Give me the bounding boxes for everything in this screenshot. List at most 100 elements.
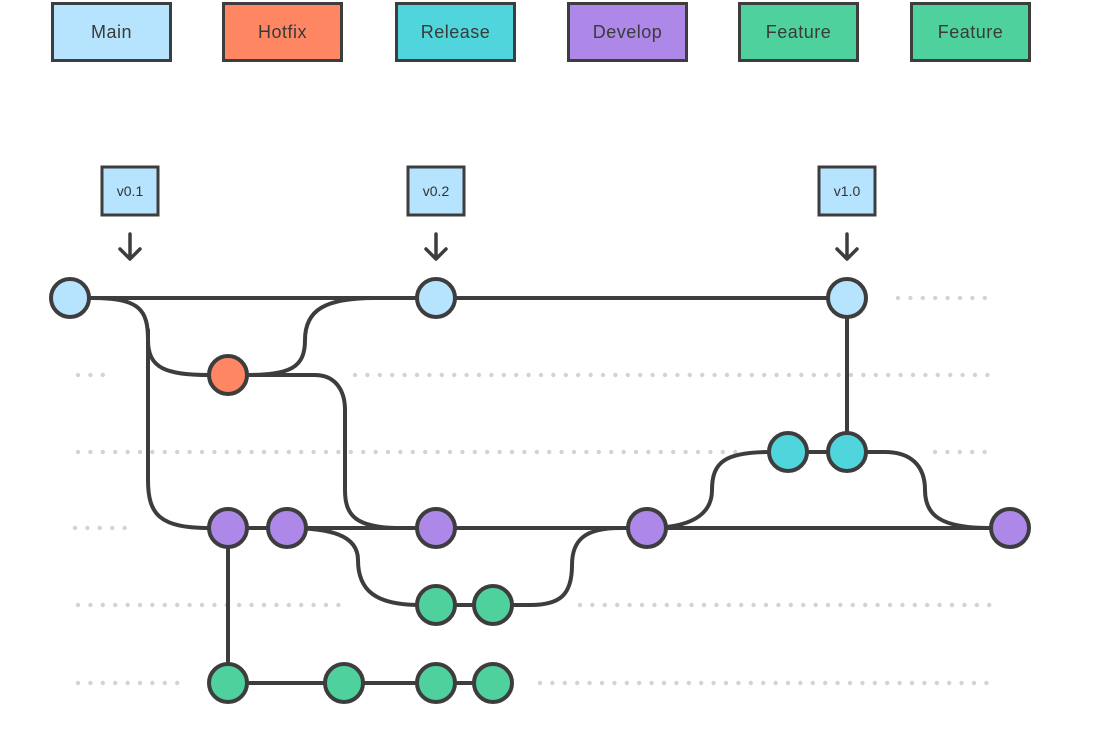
lane-dot <box>621 449 626 455</box>
lane-dot <box>162 449 167 455</box>
lane-dot <box>323 449 329 455</box>
lane-dot <box>100 680 106 686</box>
lane-dot <box>810 680 815 686</box>
lane-dot <box>646 449 651 455</box>
lane-dot <box>774 372 779 378</box>
lane-dot <box>110 525 115 531</box>
lane-dot <box>571 449 577 455</box>
lane-dot <box>962 602 967 608</box>
lane-dot <box>677 602 682 608</box>
lane-dot <box>982 449 987 455</box>
lane-dot <box>763 602 769 608</box>
main-commit <box>415 277 457 319</box>
lane-dot <box>813 602 818 608</box>
lane-dot <box>897 680 902 686</box>
lane-dot <box>773 680 778 686</box>
lane-dot <box>212 449 217 455</box>
lane-dot <box>776 602 781 608</box>
lane-dot <box>799 372 804 378</box>
lane-dot <box>385 449 391 455</box>
lane-dot <box>683 449 688 455</box>
lane-guides <box>72 295 992 686</box>
lane-dot <box>935 372 940 378</box>
lane-dot <box>982 295 987 301</box>
lane-dot <box>575 680 580 686</box>
hotfix-to-develop <box>243 373 402 530</box>
lane-dot <box>85 525 90 531</box>
lane-dot <box>971 680 977 686</box>
lane-dot <box>489 372 494 378</box>
lane-dot <box>175 449 180 455</box>
lane-dot <box>639 602 645 608</box>
lane-dot <box>249 449 254 455</box>
lane-dot <box>577 602 583 608</box>
feature-commit <box>207 662 249 704</box>
lane-dot <box>798 680 803 686</box>
lane-dot <box>947 680 952 686</box>
lane-dot <box>576 372 581 378</box>
develop-commit <box>415 507 457 549</box>
feature-commit <box>415 662 457 704</box>
lane-dot <box>150 449 155 455</box>
lane-dot <box>662 372 668 378</box>
lane-dot <box>460 449 465 455</box>
tag-label: v0.1 <box>117 183 144 199</box>
lane-dot <box>162 680 167 686</box>
main-commit <box>826 277 868 319</box>
lane-dot <box>75 680 81 686</box>
develop-commit <box>207 507 249 549</box>
lane-dot <box>723 680 729 686</box>
lane-dot <box>960 372 965 378</box>
lane-dot <box>824 372 829 378</box>
tag-label: v0.2 <box>423 183 450 199</box>
lane-dot <box>100 449 106 455</box>
lane-dot <box>125 449 130 455</box>
lane-dot <box>708 449 713 455</box>
release-commit <box>826 431 868 473</box>
lane-dot <box>945 295 950 301</box>
lane-dot <box>261 449 267 455</box>
lane-dot <box>912 602 917 608</box>
lane-dot <box>187 449 192 455</box>
lane-dot <box>596 449 601 455</box>
lane-dot <box>274 449 279 455</box>
lane-dot <box>224 449 229 455</box>
lane-dot <box>835 680 840 686</box>
lane-dot <box>584 449 589 455</box>
lane-dot <box>402 372 407 378</box>
lane-dot <box>909 680 915 686</box>
lane-dot <box>823 680 828 686</box>
lane-dot <box>559 449 564 455</box>
lane-dot <box>700 372 705 378</box>
lane-dot <box>311 602 316 608</box>
lane-dot <box>788 602 793 608</box>
lane-dot <box>137 680 143 686</box>
lane-dot <box>137 602 143 608</box>
lane-dot <box>113 602 118 608</box>
lane-dot <box>959 680 964 686</box>
version-tag: v0.2 <box>406 165 466 261</box>
lane-dot <box>423 449 428 455</box>
lane-dot <box>435 449 440 455</box>
lane-dot <box>900 602 905 608</box>
lane-dot <box>497 449 502 455</box>
lane-dot <box>348 449 353 455</box>
develop-to-feature-mid <box>285 526 422 607</box>
lane-dot <box>972 372 978 378</box>
version-tag: v0.1 <box>100 165 160 261</box>
lane-dot <box>150 602 155 608</box>
lane-dot <box>464 372 469 378</box>
lane-dot <box>199 602 205 608</box>
lane-dot <box>97 525 103 531</box>
lane-dot <box>199 449 205 455</box>
lane-dot <box>860 680 865 686</box>
lane-dot <box>75 449 81 455</box>
tag-box <box>100 165 160 217</box>
lane-dot <box>365 372 370 378</box>
lane-dot <box>687 372 692 378</box>
lane-dot <box>125 602 130 608</box>
feature-commit <box>415 584 457 626</box>
lane-dot <box>987 602 992 608</box>
lane-dot <box>649 680 654 686</box>
lane-dot <box>957 449 962 455</box>
